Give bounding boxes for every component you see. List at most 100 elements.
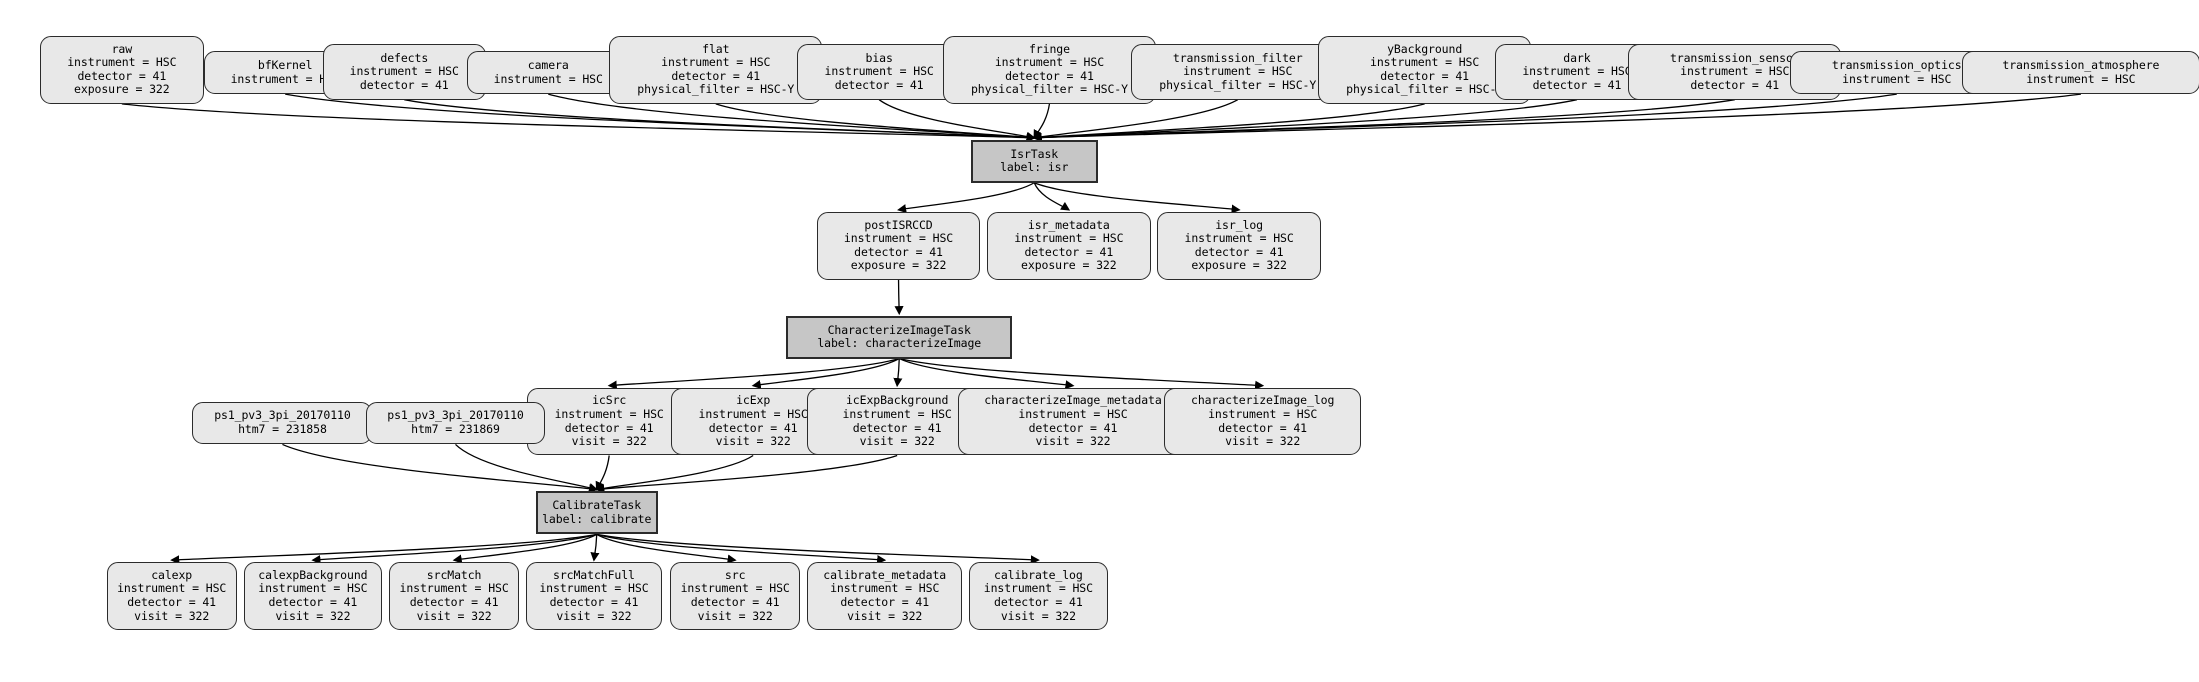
edge-icExp-to-CalibrateTask <box>595 454 754 493</box>
node-title: fringe <box>1028 41 1070 56</box>
node-attribute: detector = 41 <box>708 420 798 435</box>
node-attribute: detector = 41 <box>1218 420 1308 435</box>
node-title: calexp <box>151 567 193 582</box>
edge-postISRCCD-to-CharacterizeImageTask <box>894 279 904 316</box>
node-attribute: detector = 41 <box>564 420 654 435</box>
edge-CalibrateTask-to-srcMatch <box>452 533 598 564</box>
node-attribute: exposure = 322 <box>1021 258 1117 273</box>
node-attribute: detector = 41 <box>852 420 942 435</box>
edge-yBackground-to-IsrTask <box>1032 103 1425 142</box>
edge-CalibrateTask-to-calexpBackground <box>311 533 597 565</box>
node-attribute: instrument = HSC <box>698 406 808 421</box>
node-attribute: instrument = HSC <box>1842 71 1952 86</box>
node-attribute: visit = 322 <box>847 608 923 623</box>
node-attribute: htm7 = 231869 <box>411 421 500 436</box>
node-attribute: instrument = HSC <box>983 581 1093 596</box>
edge-raw-to-IsrTask <box>121 103 1036 143</box>
node-attribute: visit = 322 <box>134 608 210 623</box>
node-attribute: instrument = HSC <box>1014 231 1124 246</box>
node-title: dark <box>1563 50 1591 65</box>
node-title: ps1_pv3_3pi_20170110 <box>214 408 351 423</box>
node-attribute: detector = 41 <box>1028 420 1118 435</box>
edge-icExpBackground-to-CalibrateTask <box>595 454 898 494</box>
node-attribute: detector = 41 <box>268 595 358 609</box>
node-attribute: instrument = HSC <box>680 581 790 596</box>
node-title: transmission_optics <box>1831 58 1962 73</box>
node-title: defects <box>380 50 429 65</box>
node-attribute: instrument = HSC <box>824 64 934 79</box>
node-title: srcMatchFull <box>553 567 635 582</box>
node-attribute: detector = 41 <box>1005 68 1094 83</box>
node-title: camera <box>527 58 569 73</box>
node-attribute: exposure = 322 <box>74 82 170 97</box>
node-attribute: label: isr <box>1000 160 1069 175</box>
node-attribute: instrument = HSC <box>1370 55 1480 70</box>
node-title: transmission_filter <box>1172 50 1303 65</box>
edge-CalibrateTask-to-calexp <box>170 533 597 565</box>
node-title: bfKernel <box>257 58 313 73</box>
node-title: IsrTask <box>1010 146 1059 161</box>
node-attribute: detector = 41 <box>1690 77 1780 92</box>
node-attribute: instrument = HSC <box>830 581 940 596</box>
node-attribute: instrument = HSC <box>661 55 771 70</box>
node-title: yBackground <box>1387 41 1463 56</box>
node-attribute: detector = 41 <box>1532 77 1622 92</box>
node-attribute: instrument = HSC <box>1522 64 1632 79</box>
node-title: icExpBackground <box>845 393 949 408</box>
edge-CalibrateTask-to-calibrate_log <box>596 533 1040 565</box>
node-title: calexpBackground <box>258 567 368 582</box>
node-attribute: detector = 41 <box>994 595 1083 609</box>
node-attribute: instrument = HSC <box>2026 71 2136 86</box>
edge-fringe-to-IsrTask <box>1033 103 1051 140</box>
node-attribute: instrument = HSC <box>493 71 603 86</box>
edge-CharacterizeImageTask-to-icSrc <box>607 357 900 390</box>
node-attribute: exposure = 322 <box>850 258 947 273</box>
edge-CharacterizeImageTask-to-characterizeImage_metadata <box>898 357 1075 390</box>
node-title: CharacterizeImageTask <box>827 322 971 337</box>
node-attribute: instrument = HSC <box>843 231 954 246</box>
node-attribute: instrument = HSC <box>539 581 649 596</box>
node-attribute: visit = 322 <box>416 608 492 623</box>
node-title: isr_metadata <box>1027 217 1110 232</box>
edge-CharacterizeImageTask-to-icExp <box>751 358 900 390</box>
node-title: characterizeImage_log <box>1191 393 1335 408</box>
node-attribute: instrument = HSC <box>1183 64 1293 79</box>
edge-CalibrateTask-to-calibrate_metadata <box>596 533 887 565</box>
node-title: ps1_pv3_3pi_20170110 <box>387 408 524 423</box>
edge-flat-to-IsrTask <box>715 103 1036 142</box>
node-attribute: instrument = HSC <box>258 581 368 596</box>
node-attribute: visit = 322 <box>715 434 791 449</box>
node-attribute: instrument = HSC <box>230 71 340 86</box>
edge-transmission_sensor-to-IsrTask <box>1032 99 1735 143</box>
node-attribute: instrument = HSC <box>67 55 177 70</box>
node-title: src <box>724 567 746 582</box>
node-title: calibrate_metadata <box>823 567 947 582</box>
